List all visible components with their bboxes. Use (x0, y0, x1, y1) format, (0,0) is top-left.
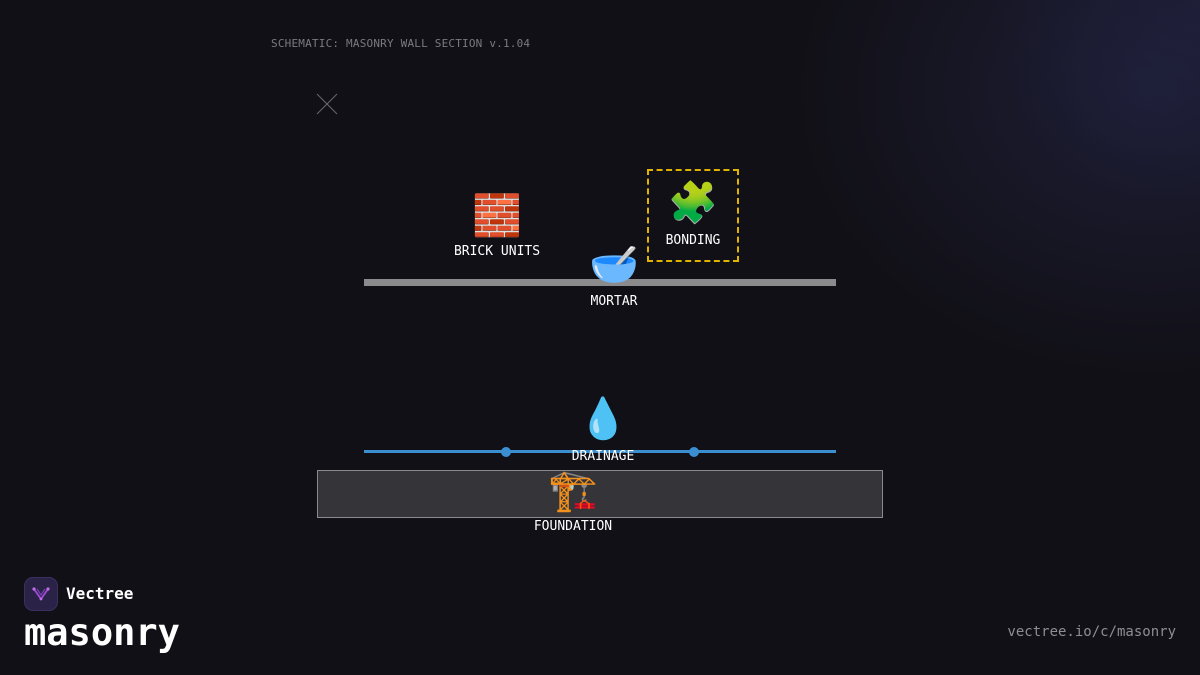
node-label: MORTAR (590, 294, 638, 309)
schematic-caption: SCHEMATIC: MASONRY WALL SECTION v.1.04 (271, 37, 531, 50)
node-label: FOUNDATION (533, 519, 613, 534)
foundation-block (317, 470, 883, 518)
drainage-line (364, 450, 836, 453)
puzzle-piece-icon: 🧩 (668, 180, 718, 226)
construction-crane-icon: 🏗️ (548, 468, 598, 514)
close-cross-icon[interactable] (316, 93, 338, 115)
node-drainage[interactable]: 💧 DRAINAGE (563, 397, 643, 465)
vectree-logo-icon (24, 577, 58, 611)
node-bonding[interactable]: 🧩 BONDING (648, 181, 738, 249)
bowl-icon: 🥣 (589, 242, 639, 288)
drainage-point[interactable] (689, 447, 699, 457)
page-url-link[interactable]: vectree.io/c/masonry (1007, 624, 1176, 640)
brand-name: Vectree (66, 584, 134, 603)
brick-icon: 🧱 (472, 193, 522, 239)
node-label: BRICK UNITS (453, 244, 541, 259)
node-label: BONDING (665, 233, 721, 248)
droplet-icon: 💧 (578, 396, 628, 442)
node-label: DRAINAGE (571, 449, 635, 464)
mortar-bed-bar (364, 279, 836, 286)
node-foundation[interactable]: 🏗️ FOUNDATION (523, 469, 623, 535)
page-title: masonry (24, 611, 180, 654)
bonding-selection-box (647, 169, 739, 262)
drainage-point[interactable] (501, 447, 511, 457)
node-mortar[interactable]: 🥣 MORTAR (574, 243, 654, 310)
node-brick-units[interactable]: 🧱 BRICK UNITS (447, 194, 547, 260)
